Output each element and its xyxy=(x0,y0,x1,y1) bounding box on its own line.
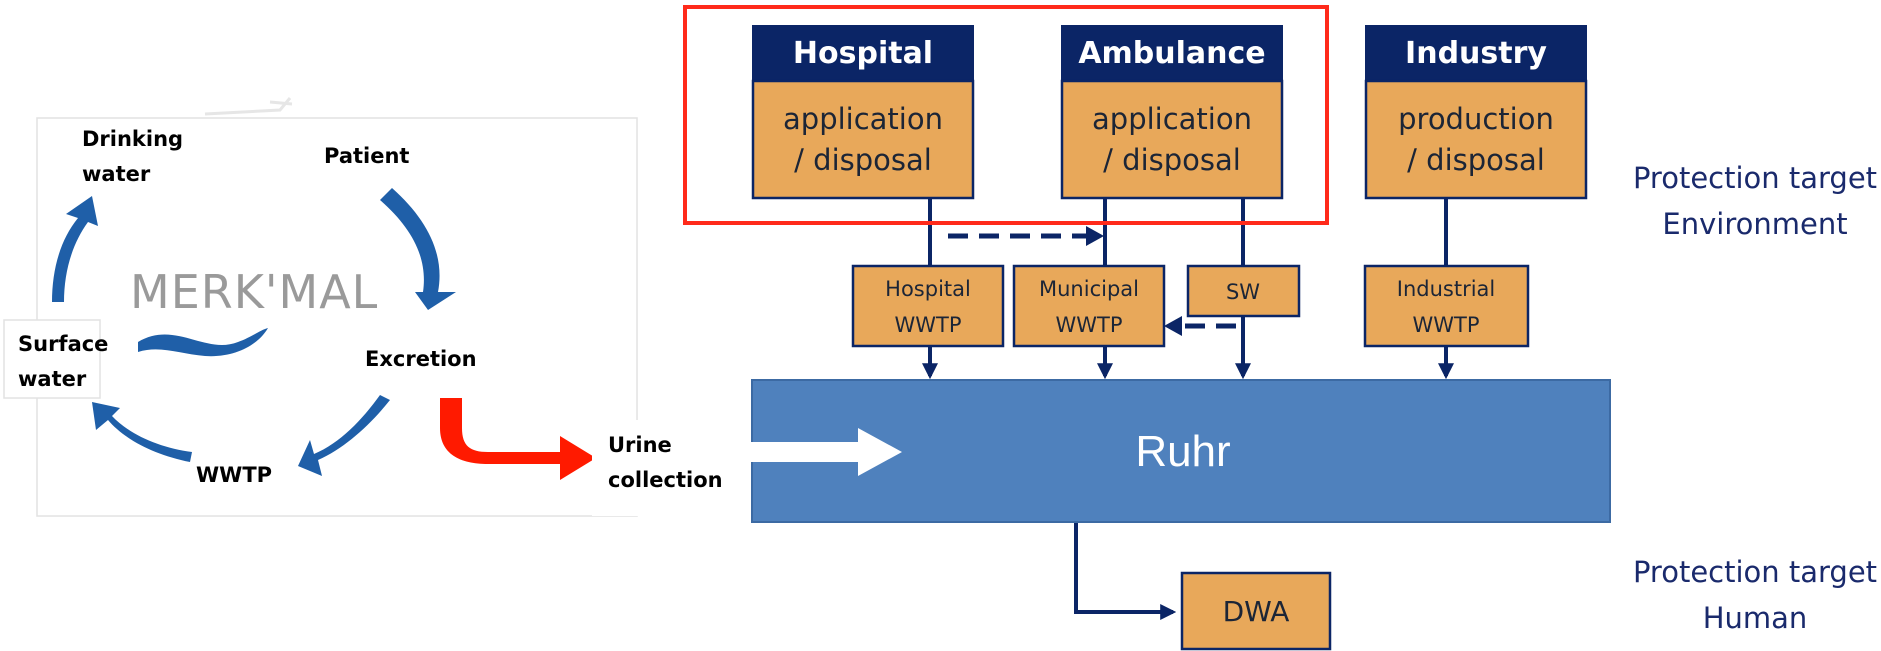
source-hospital: Hospital application / disposal xyxy=(751,25,975,200)
highlight-frame xyxy=(683,5,1329,225)
target-environment-line2: Environment xyxy=(1662,207,1847,241)
urine-collection-arrow-icon xyxy=(440,398,596,480)
treatment-industrial-wwtp: Industrial WWTP xyxy=(1363,264,1530,348)
dashed-arrowhead-icon xyxy=(1086,226,1104,246)
source-ambulance-title: Ambulance xyxy=(1078,36,1265,71)
source-hospital-body xyxy=(751,79,975,200)
label-urine-collection-1: Urine xyxy=(608,433,672,457)
cycle-panel: MERK'MAL Drinking water Patient Surface … xyxy=(3,97,752,517)
source-industry-header xyxy=(1365,25,1587,82)
river-ruhr: Ruhr xyxy=(746,379,1611,523)
treatment-hospital-wwtp: Hospital WWTP xyxy=(851,264,1005,348)
treatment-industrial-wwtp-line2: WWTP xyxy=(1412,313,1479,337)
treatment-industrial-wwtp-box xyxy=(1363,264,1530,348)
treatment-municipal-wwtp: Municipal WWTP xyxy=(1012,264,1166,348)
treatment-municipal-wwtp-line2: WWTP xyxy=(1055,313,1122,337)
source-industry-body xyxy=(1364,79,1588,200)
cycle-panel-frame xyxy=(36,117,638,517)
merkmal-logo: MERK'MAL xyxy=(130,265,378,357)
source-ambulance: Ambulance application / disposal xyxy=(1060,25,1284,200)
label-surface-water-1: Surface xyxy=(18,332,108,356)
arrow-surface-to-drinking-icon xyxy=(52,196,98,302)
source-ambulance-line2: / disposal xyxy=(1103,143,1241,177)
label-urine-collection-2: collection xyxy=(608,468,723,492)
source-hospital-title: Hospital xyxy=(793,36,933,71)
dwa-label: DWA xyxy=(1223,595,1290,628)
dashed-arrowhead-2-icon xyxy=(1164,316,1182,336)
merkmal-logo-text: MERK'MAL xyxy=(130,265,378,319)
source-industry-line2: / disposal xyxy=(1407,143,1545,177)
surface-water-label-frame xyxy=(3,319,101,399)
logo-wave-icon xyxy=(138,328,268,357)
treatment-municipal-wwtp-box xyxy=(1012,264,1166,348)
connectors xyxy=(922,198,1454,620)
source-industry: Industry production / disposal xyxy=(1364,25,1588,200)
treatment-industrial-wwtp-line1: Industrial xyxy=(1397,277,1496,301)
label-wwtp: WWTP xyxy=(196,463,272,487)
source-industry-line1: production xyxy=(1398,102,1554,136)
dwa-box-group: DWA xyxy=(1180,571,1332,651)
label-drinking-water-2: water xyxy=(82,162,151,186)
arrow-patient-to-excretion-icon xyxy=(380,188,456,310)
treatment-hospital-wwtp-line1: Hospital xyxy=(885,277,971,301)
source-industry-title: Industry xyxy=(1405,36,1547,71)
source-hospital-line2: / disposal xyxy=(794,143,932,177)
treatment-sw-label: SW xyxy=(1226,280,1260,304)
arrow-wwtp-to-surface-icon xyxy=(92,402,192,462)
faint-decoration-icon xyxy=(204,97,293,116)
target-human-line2: Human xyxy=(1703,601,1808,635)
source-hospital-line1: application xyxy=(783,102,943,136)
source-ambulance-body xyxy=(1060,79,1284,200)
river-ruhr-label: Ruhr xyxy=(1135,427,1230,476)
dwa-box xyxy=(1180,571,1332,651)
treatment-hospital-wwtp-line2: WWTP xyxy=(894,313,961,337)
urine-collection-label-frame xyxy=(592,420,752,516)
source-hospital-header xyxy=(752,25,974,82)
treatment-sw: SW xyxy=(1186,264,1301,318)
treatment-hospital-wwtp-box xyxy=(851,264,1005,348)
treatment-municipal-wwtp-line1: Municipal xyxy=(1039,277,1139,301)
urine-inflow-arrow-icon xyxy=(746,428,902,476)
label-surface-water-2: water xyxy=(18,367,87,391)
label-drinking-water-1: Drinking xyxy=(82,127,183,151)
treatment-sw-box xyxy=(1186,264,1301,318)
target-environment-line1: Protection target xyxy=(1633,161,1877,195)
source-ambulance-line1: application xyxy=(1092,102,1252,136)
label-excretion: Excretion xyxy=(365,347,477,371)
arrow-excretion-to-wwtp-icon xyxy=(298,395,390,476)
line-ruhr-to-dwa xyxy=(1074,522,1177,620)
target-human-line1: Protection target xyxy=(1633,555,1877,589)
source-ambulance-header xyxy=(1061,25,1283,82)
label-patient: Patient xyxy=(324,144,409,168)
